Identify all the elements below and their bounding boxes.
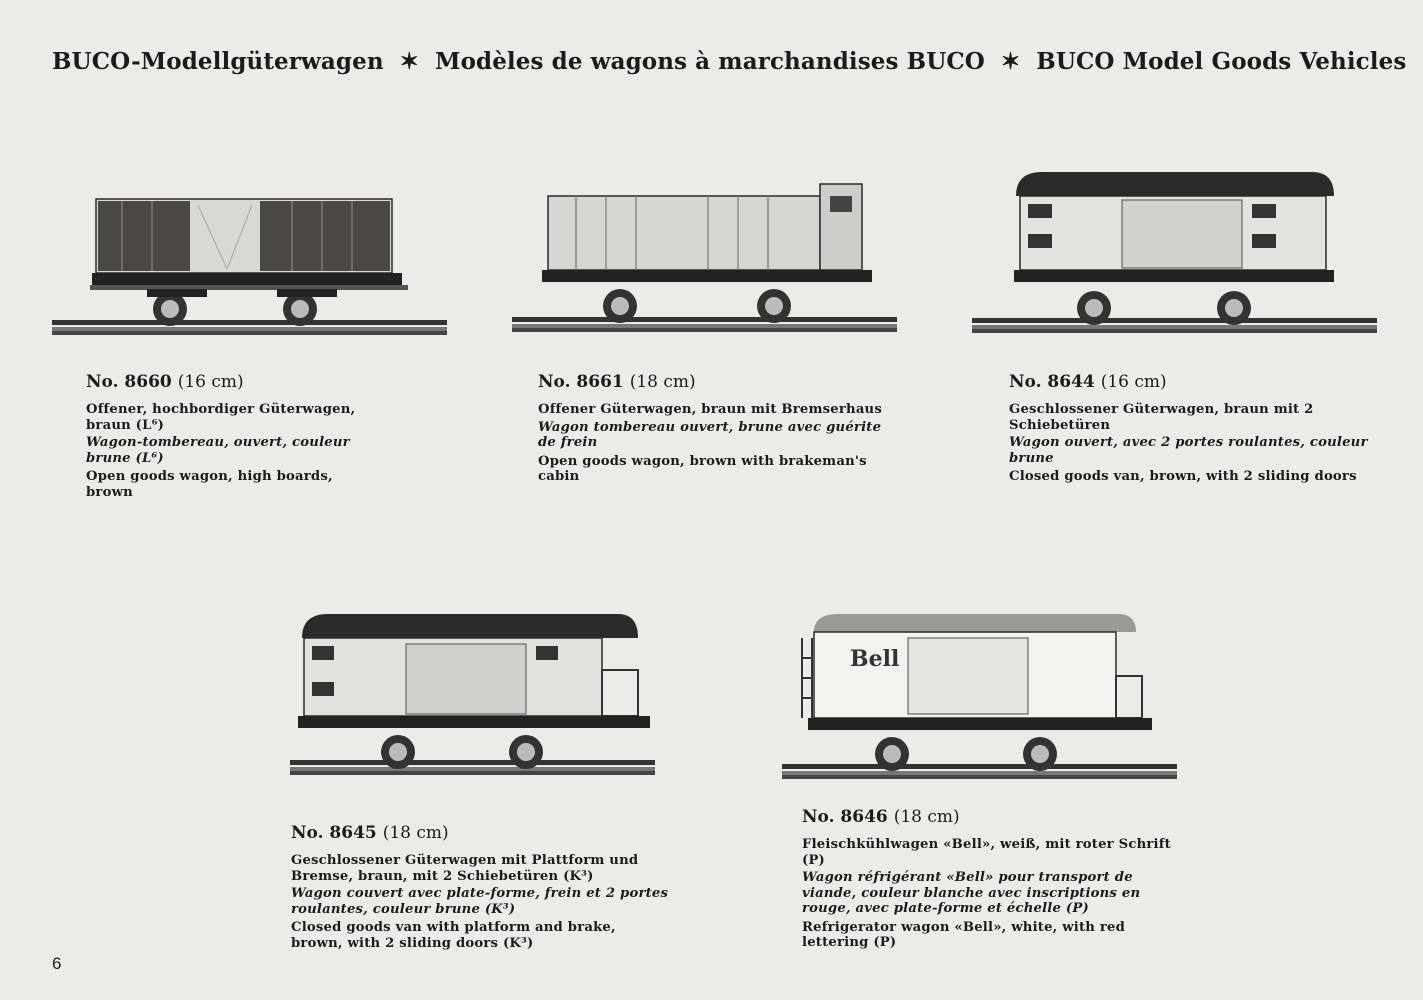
desc-fr: Wagon ouvert, avec 2 portes roulantes, c…: [1009, 435, 1368, 466]
product-number: No. 8645(18 cm): [291, 823, 449, 843]
product-number: No. 8644(16 cm): [1009, 372, 1167, 392]
bell-logo: Bell: [850, 646, 899, 672]
desc-en: Open goods wagon, brown with brakeman's …: [538, 453, 867, 485]
separator-star: ✶: [1000, 48, 1021, 75]
title-english: BUCO Model Goods Vehicles: [1036, 48, 1407, 75]
desc-de: Offener, hochbordiger Güterwagen, braun …: [86, 402, 356, 433]
desc-fr: Wagon réfrigérant «Bell» pour transport …: [802, 870, 1141, 916]
product-8661: No. 8661(18 cm) Offener Güterwagen, brau…: [538, 372, 903, 485]
desc-en: Refrigerator wagon «Bell», white, with r…: [802, 919, 1126, 951]
product-number: No. 8660(16 cm): [86, 372, 244, 392]
desc-de: Fleischkühlwagen «Bell», weiß, mit roter…: [802, 837, 1171, 868]
title-german: BUCO-Modellgüterwagen: [52, 48, 384, 75]
desc-fr: Wagon tombereau ouvert, brune avec guéri…: [538, 419, 882, 451]
desc-de: Geschlossener Güterwagen mit Plattform u…: [291, 853, 639, 884]
product-number: No. 8661(18 cm): [538, 372, 696, 392]
desc-en: Closed goods van with platform and brake…: [291, 920, 616, 951]
desc-en: Closed goods van, brown, with 2 sliding …: [1009, 469, 1357, 484]
product-8645: No. 8645(18 cm) Geschlossener Güterwagen…: [291, 823, 671, 951]
separator-star: ✶: [399, 48, 420, 75]
page-title: BUCO-Modellgüterwagen ✶ Modèles de wagons …: [52, 48, 1406, 75]
title-french: Modèles de wagons à marchandises BUCO: [435, 48, 985, 75]
desc-fr: Wagon couvert avec plate-forme, frein et…: [291, 886, 669, 917]
product-8646: No. 8646(18 cm) Fleischkühlwagen «Bell»,…: [802, 807, 1182, 951]
wagon-8660-image: [52, 198, 447, 335]
product-8660: No. 8660(16 cm) Offener, hochbordiger Gü…: [86, 372, 371, 500]
desc-de: Geschlossener Güterwagen, braun mit 2 Sc…: [1009, 402, 1314, 433]
product-number: No. 8646(18 cm): [802, 807, 960, 827]
wagon-8646-image: Bell: [782, 614, 1177, 779]
wagon-8644-image: [972, 172, 1377, 333]
desc-de: Offener Güterwagen, braun mit Bremserhau…: [538, 402, 882, 417]
wagon-8661-image: [512, 183, 897, 332]
wagon-8645-image: [290, 614, 655, 775]
page-number: 6: [52, 954, 62, 973]
product-8644: No. 8644(16 cm) Geschlossener Güterwagen…: [1009, 372, 1379, 485]
desc-en: Open goods wagon, high boards, brown: [86, 469, 333, 500]
desc-fr: Wagon-tombereau, ouvert, couleur brune (…: [86, 435, 350, 466]
